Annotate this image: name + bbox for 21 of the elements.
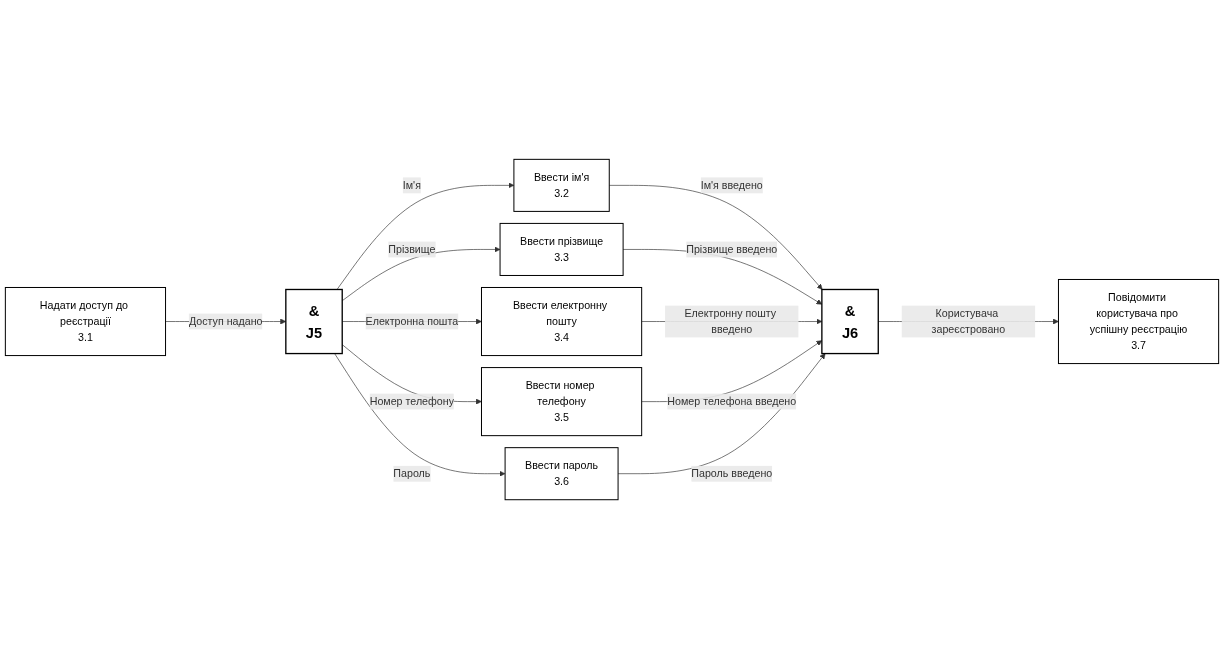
node-box: & J6 — [821, 288, 879, 355]
edge-label: Електронну пошту введено — [684, 307, 777, 335]
edge-label: Електронна пошта — [365, 315, 459, 327]
node-box: Ввести номер телефону 3.5 — [481, 367, 643, 437]
edge-label: Прізвище введено — [686, 243, 778, 255]
node-box: Ввести ім'я 3.2 — [513, 158, 610, 212]
node-box: Ввести електронну пошту 3.4 — [481, 286, 643, 357]
edge-label: Пароль — [393, 467, 431, 479]
edge-label: Номер телефона введено — [667, 395, 797, 407]
edge-label: Прізвище — [388, 243, 436, 255]
edge-label: Ім'я — [402, 179, 421, 191]
edge-label: Доступ надано — [188, 315, 263, 327]
node-box: Ввести пароль 3.6 — [504, 447, 619, 501]
node-box: & J5 — [285, 288, 343, 355]
edge-label: Ім'я введено — [700, 179, 763, 191]
node-box: Ввести прізвище 3.3 — [499, 222, 624, 276]
edge-label: Користувача зареєстровано — [931, 307, 1006, 335]
node-box: Надати доступ до реєстрації 3.1 — [4, 286, 167, 357]
edge-label: Пароль введено — [691, 467, 773, 479]
node-box: Повідомити користувача про успішну реєстрацію 3.7 — [1057, 278, 1220, 365]
edge-label: Номер телефону — [369, 395, 455, 407]
